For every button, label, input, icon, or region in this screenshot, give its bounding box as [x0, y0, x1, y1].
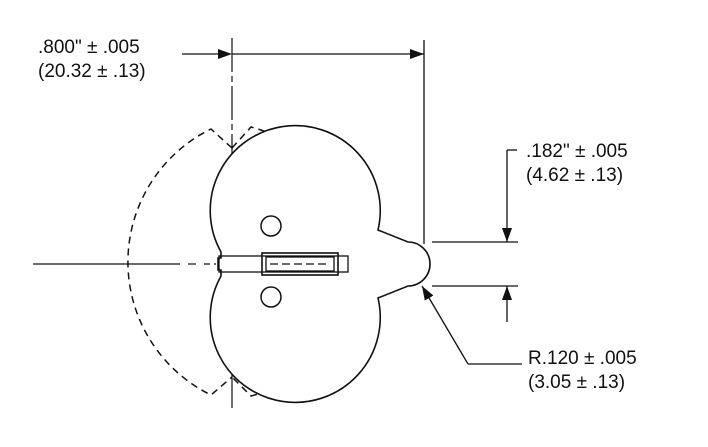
radius-dimension-mm: (3.05 ± .13): [528, 372, 626, 393]
radius-dimension-label: R.120 ± .005 (3.05 ± .13): [528, 347, 637, 395]
width-dimension-mm: (20.32 ± .13): [38, 61, 146, 82]
height-dimension-label: .182" ± .005 (4.62 ± .13): [526, 140, 628, 188]
width-dimension-inch: .800" ± .005: [38, 37, 140, 58]
mounting-hole-top: [260, 215, 282, 237]
radius-dimension-inch: R.120 ± .005: [528, 348, 637, 369]
width-dimension-label: .800" ± .005 (20.32 ± .13): [38, 36, 146, 84]
height-dimension-inch: .182" ± .005: [526, 141, 628, 162]
width-dimension: [182, 40, 425, 244]
radius-leader: [421, 285, 522, 365]
mounting-hole-bottom: [260, 286, 282, 308]
height-dimension-mm: (4.62 ± .13): [526, 165, 624, 186]
contact-tab-slot: [218, 252, 349, 276]
height-dimension: [432, 149, 518, 322]
